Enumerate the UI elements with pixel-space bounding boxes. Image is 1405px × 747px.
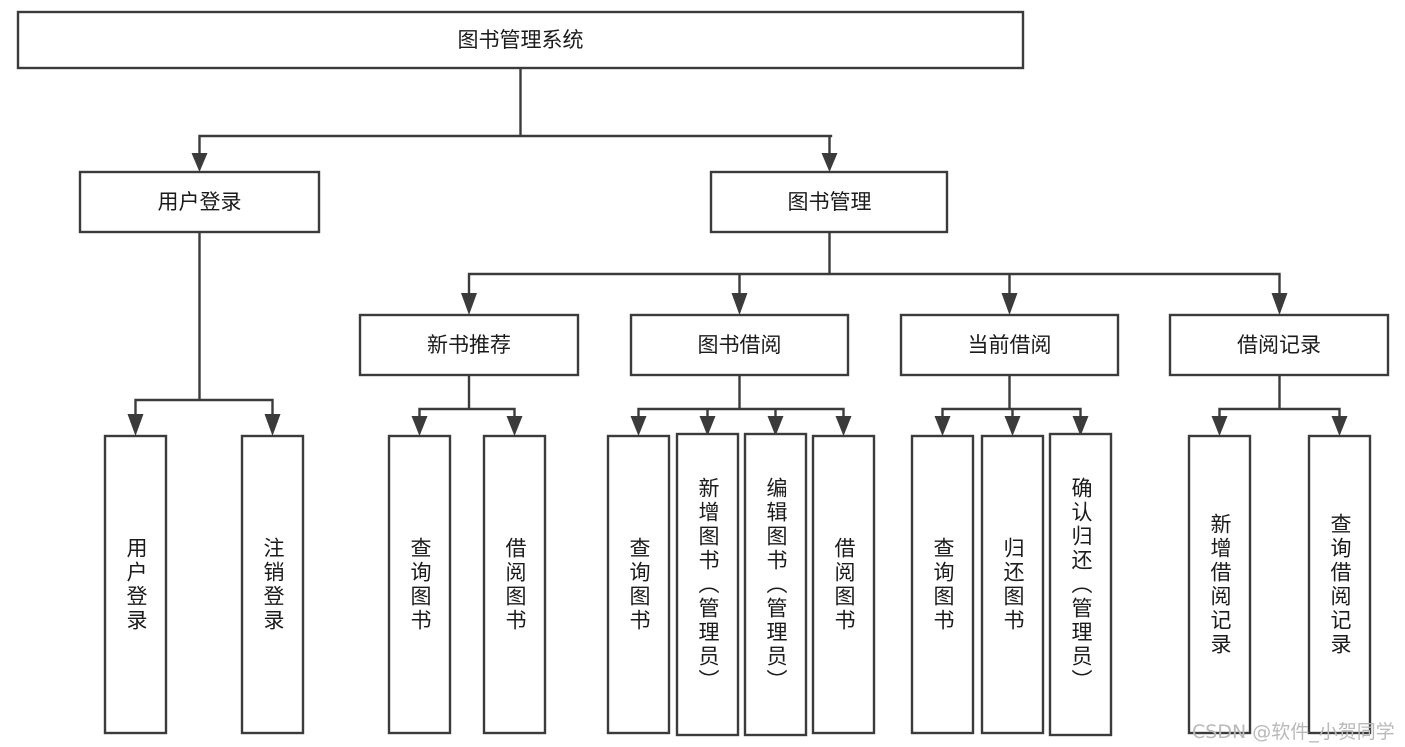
- node-box-borrow-record[interactable]: [1168, 313, 1390, 377]
- node-box-leaf-query-book-1[interactable]: [387, 434, 452, 735]
- arrow-to-leaf-add-borrow-rec: [1211, 416, 1228, 436]
- node-box-leaf-add-book-admin[interactable]: [675, 432, 740, 737]
- node-box-leaf-logout-login[interactable]: [240, 434, 305, 735]
- leaf-box-group: [103, 432, 1372, 737]
- edge-borrowrecord-bus: [1218, 373, 1341, 422]
- node-box-leaf-query-book-3[interactable]: [910, 434, 975, 735]
- node-box-leaf-user-login[interactable]: [103, 434, 168, 735]
- node-box-leaf-borrow-book-1[interactable]: [482, 434, 547, 735]
- arrow-to-current-borrow: [1001, 293, 1018, 315]
- arrow-root-to-book-mgmt: [821, 153, 838, 172]
- node-box-leaf-borrow-book-2[interactable]: [811, 434, 876, 735]
- node-box-book-mgmt[interactable]: [709, 170, 949, 234]
- edge-bookmgmt-bus: [467, 230, 1281, 298]
- arrow-to-book-borrow: [731, 293, 748, 315]
- node-label-root: 图书管理系统: [458, 28, 584, 52]
- arrow-to-leaf-add-book-admin: [699, 416, 716, 436]
- arrow-root-to-user-login: [191, 153, 208, 172]
- arrow-to-leaf-edit-book-admin: [767, 416, 784, 436]
- node-label-user-login: 用户登录: [158, 190, 242, 214]
- node-box-user-login[interactable]: [78, 170, 321, 234]
- arrow-to-leaf-query-book-3: [934, 416, 951, 436]
- connector-group-root: [191, 66, 838, 172]
- edge-newbook-bus: [418, 373, 516, 422]
- connector-group-current-borrow: [934, 373, 1089, 436]
- edge-root-bus: [198, 66, 833, 158]
- node-box-leaf-add-borrow-rec[interactable]: [1187, 434, 1252, 735]
- node-box-leaf-confirm-return[interactable]: [1048, 432, 1113, 737]
- node-label-book-mgmt: 图书管理: [788, 190, 872, 214]
- node-box-book-borrow[interactable]: [629, 313, 850, 377]
- arrow-to-leaf-user-login: [127, 414, 144, 436]
- arrow-to-borrow-record: [1271, 293, 1288, 315]
- arrow-to-new-book-rec: [461, 293, 477, 315]
- connector-group-borrow-record: [1211, 373, 1348, 436]
- arrow-to-leaf-confirm-return: [1072, 416, 1089, 436]
- arrow-to-leaf-return-book: [1004, 416, 1021, 436]
- connector-group-book-mgmt: [461, 230, 1288, 315]
- arrow-to-leaf-logout-login: [264, 414, 281, 436]
- watermark-text: CSDN @软件_小贺同学: [1192, 721, 1395, 743]
- arrow-to-leaf-query-book-2: [630, 416, 647, 436]
- arrow-to-leaf-query-borrow-rec: [1331, 416, 1348, 436]
- node-box-leaf-query-borrow-rec[interactable]: [1307, 434, 1372, 735]
- connector-group-new-book-rec: [411, 373, 523, 436]
- arrow-to-leaf-query-book-1: [411, 416, 428, 436]
- node-box-new-book-rec[interactable]: [358, 313, 580, 377]
- node-label-borrow-record: 借阅记录: [1237, 333, 1321, 357]
- node-box-root[interactable]: [16, 10, 1025, 70]
- arrow-to-leaf-borrow-book-2: [835, 416, 852, 436]
- connector-group-user-login: [127, 230, 281, 436]
- node-box-current-borrow[interactable]: [899, 313, 1120, 377]
- node-label-book-borrow: 图书借阅: [698, 333, 782, 357]
- node-box-leaf-query-book-2[interactable]: [606, 434, 671, 735]
- node-box-leaf-return-book[interactable]: [980, 434, 1045, 735]
- connector-group-book-borrow: [630, 373, 852, 436]
- arrow-to-leaf-borrow-book-1: [506, 416, 523, 436]
- node-box-leaf-edit-book-admin[interactable]: [743, 432, 808, 737]
- edge-userlogin-bus: [134, 230, 274, 420]
- node-label-current-borrow: 当前借阅: [968, 333, 1052, 357]
- node-label-new-book-rec: 新书推荐: [427, 333, 511, 357]
- edge-bookborrow-bus: [637, 373, 845, 422]
- edge-currentborrow-bus: [941, 373, 1082, 422]
